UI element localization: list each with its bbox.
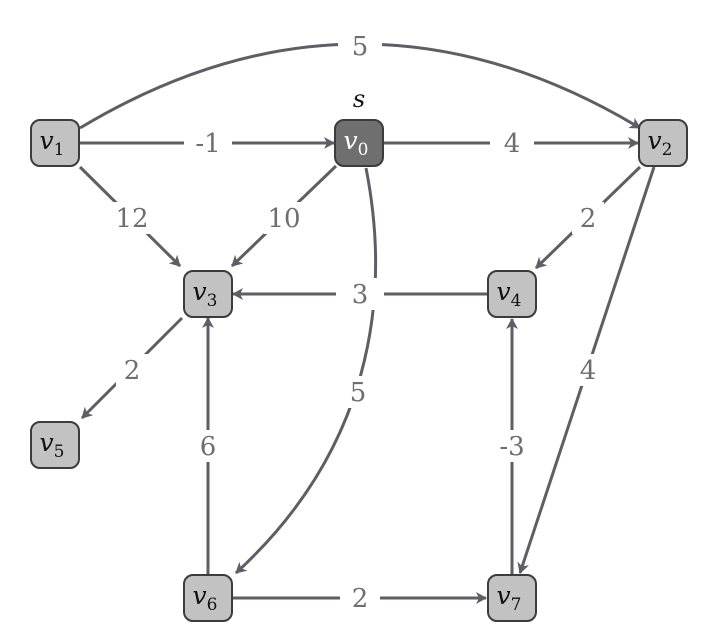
node-v2[interactable]: v2 xyxy=(638,119,688,167)
weight-v0-v3: 10 xyxy=(264,202,304,234)
svg-text:4: 4 xyxy=(504,129,521,159)
svg-text:-3: -3 xyxy=(499,432,524,462)
svg-text:2: 2 xyxy=(352,584,369,614)
node-v1[interactable]: v1 xyxy=(30,119,80,167)
node-v0-symbol: v xyxy=(344,126,358,155)
svg-text:3: 3 xyxy=(352,280,369,310)
svg-text:v7: v7 xyxy=(497,581,522,615)
svg-text:12: 12 xyxy=(115,204,148,234)
node-v1-symbol: v xyxy=(40,126,54,155)
svg-text:v1: v1 xyxy=(40,126,65,160)
weight-v0-v6: 5 xyxy=(342,376,374,408)
weight-v1-v2: 5 xyxy=(338,30,382,62)
svg-text:v5: v5 xyxy=(40,428,65,462)
svg-text:v2: v2 xyxy=(648,126,673,160)
node-v3-subscript: 3 xyxy=(207,291,218,311)
node-v7[interactable]: v7 xyxy=(487,574,537,622)
svg-text:10: 10 xyxy=(267,204,300,234)
node-v5-subscript: 5 xyxy=(54,442,65,462)
svg-text:v4: v4 xyxy=(497,277,522,311)
source-label: s xyxy=(353,85,365,113)
weight-v1-v0: -1 xyxy=(184,127,232,159)
node-v4-symbol: v xyxy=(497,277,511,306)
node-v4-subscript: 4 xyxy=(511,291,522,311)
node-v6-symbol: v xyxy=(193,581,207,610)
svg-text:v0: v0 xyxy=(344,126,369,160)
nodes: v0 v1 v2 v3 v4 xyxy=(30,119,688,622)
svg-text:-1: -1 xyxy=(195,129,220,159)
node-v5[interactable]: v5 xyxy=(30,421,80,469)
node-v3[interactable]: v3 xyxy=(183,270,233,318)
node-v0-subscript: 0 xyxy=(358,140,369,160)
weight-v4-v3: 3 xyxy=(336,278,384,310)
svg-text:v3: v3 xyxy=(193,277,218,311)
node-v1-subscript: 1 xyxy=(54,140,65,160)
node-v7-symbol: v xyxy=(497,581,511,610)
node-v6[interactable]: v6 xyxy=(183,574,233,622)
svg-text:2: 2 xyxy=(124,356,141,386)
weight-v7-v4: -3 xyxy=(490,430,534,462)
node-v6-subscript: 6 xyxy=(207,595,218,615)
weight-v2-v7: 4 xyxy=(572,354,604,386)
node-v4[interactable]: v4 xyxy=(487,270,537,318)
node-v5-symbol: v xyxy=(40,428,54,457)
svg-text:5: 5 xyxy=(350,378,367,408)
svg-text:v6: v6 xyxy=(193,581,218,615)
svg-text:5: 5 xyxy=(352,32,369,62)
node-v2-subscript: 2 xyxy=(662,140,673,160)
node-v3-symbol: v xyxy=(193,277,207,306)
edge-v0-v6 xyxy=(234,167,378,575)
svg-text:2: 2 xyxy=(580,204,597,234)
weight-v6-v7: 2 xyxy=(340,582,380,614)
node-v2-symbol: v xyxy=(648,126,662,155)
weight-v1-v3: 12 xyxy=(112,202,152,234)
weight-v6-v3: 6 xyxy=(192,430,224,462)
weight-v3-v5: 2 xyxy=(116,354,148,386)
weight-v0-v2: 4 xyxy=(490,127,534,159)
node-v0[interactable]: v0 xyxy=(334,119,384,167)
svg-text:6: 6 xyxy=(200,432,217,462)
edge-weights: 5 -1 4 12 10 2 3 2 xyxy=(112,30,604,614)
weight-v2-v4: 2 xyxy=(572,202,604,234)
svg-text:4: 4 xyxy=(580,356,597,386)
node-v7-subscript: 7 xyxy=(511,595,522,615)
